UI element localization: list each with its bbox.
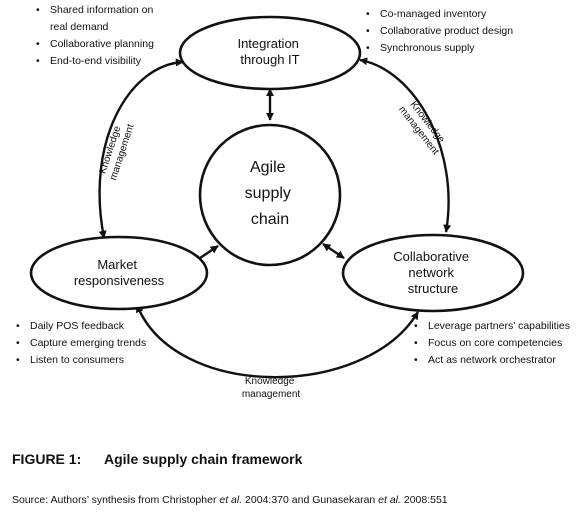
arrow-bottom [135, 304, 420, 379]
figure-caption: FIGURE 1: Agile supply chain framework [12, 451, 302, 467]
svg-text:Agile supply chain: Agile supply chain [245, 159, 296, 228]
node-market-responsiveness [29, 235, 209, 311]
figure-number: FIGURE 1: [12, 451, 82, 467]
node-center-label-1: Agile [250, 159, 286, 176]
source-etal-2: et al. [378, 494, 401, 506]
list-item: Collaborative product design [366, 23, 513, 40]
list-item: Synchronous supply [366, 40, 513, 57]
list-item: Focus on core competencies [414, 335, 570, 352]
source-prefix: Source: Authors’ synthesis from Christop… [12, 494, 220, 506]
arrow-top-right [359, 57, 452, 233]
node-left-label-1: Market [97, 257, 137, 272]
node-integration-through-it [178, 15, 362, 91]
node-left-label-2: responsiveness [74, 273, 165, 288]
list-item: Capture emerging trends [16, 335, 146, 352]
node-top-label-1: Integration [237, 36, 298, 51]
svg-text:Integration through IT: Integration through IT [237, 36, 302, 67]
figure-title: Agile supply chain framework [104, 451, 303, 467]
node-center-label-2: supply [245, 185, 291, 202]
node-right-label-2: network [408, 265, 454, 280]
bullets-top-left: Shared information on real demand Collab… [36, 2, 154, 70]
arrow-center-right [322, 243, 345, 259]
source-etal-1: et al. [219, 494, 243, 506]
bullets-bottom-right: Leverage partners’ capabilities Focus on… [414, 318, 570, 369]
list-item: Shared information on real demand [36, 2, 154, 36]
node-agile-supply-chain [198, 123, 342, 267]
list-item: Collaborative planning [36, 36, 154, 53]
list-item: Listen to consumers [16, 352, 146, 369]
bullets-bottom-left: Daily POS feedback Capture emerging tren… [16, 318, 146, 369]
node-right-label-3: structure [408, 281, 459, 296]
agile-supply-chain-diagram: Integration through IT Agile supply chai… [29, 15, 525, 400]
svg-text:Knowledge management: Knowledge management [97, 119, 137, 182]
svg-text:Knowledge management: Knowledge management [396, 97, 450, 157]
list-item: Act as network orchestrator [414, 352, 570, 369]
node-top-label-2: through IT [240, 52, 299, 67]
node-right-label-1: Collaborative [393, 249, 469, 264]
node-center-label-3: chain [251, 211, 289, 228]
source-suffix: 2008:551 [400, 494, 448, 506]
source-note: Source: Authors’ synthesis from Christop… [12, 494, 448, 506]
bullets-top-right: Co-managed inventory Collaborative produ… [366, 6, 513, 57]
edge-bottom-label-2: management [242, 389, 301, 400]
list-item: End-to-end visibility [36, 53, 154, 70]
bullet-text: Shared information on [50, 4, 154, 16]
svg-text:Knowledge management: Knowledge management [242, 376, 301, 400]
bullet-text-continued: real demand [50, 21, 109, 33]
node-collaborative-network-structure [341, 233, 525, 313]
source-mid: 2004:370 and Gunasekaran [242, 494, 379, 506]
list-item: Leverage partners’ capabilities [414, 318, 570, 335]
list-item: Daily POS feedback [16, 318, 146, 335]
arrow-top-left [98, 58, 184, 239]
edge-bottom-label-1: Knowledge [245, 376, 295, 387]
svg-text:Collaborative network: Collaborative network structure [393, 249, 473, 296]
svg-text:Market responsiveness: Market responsiveness [74, 257, 165, 288]
list-item: Co-managed inventory [366, 6, 513, 23]
